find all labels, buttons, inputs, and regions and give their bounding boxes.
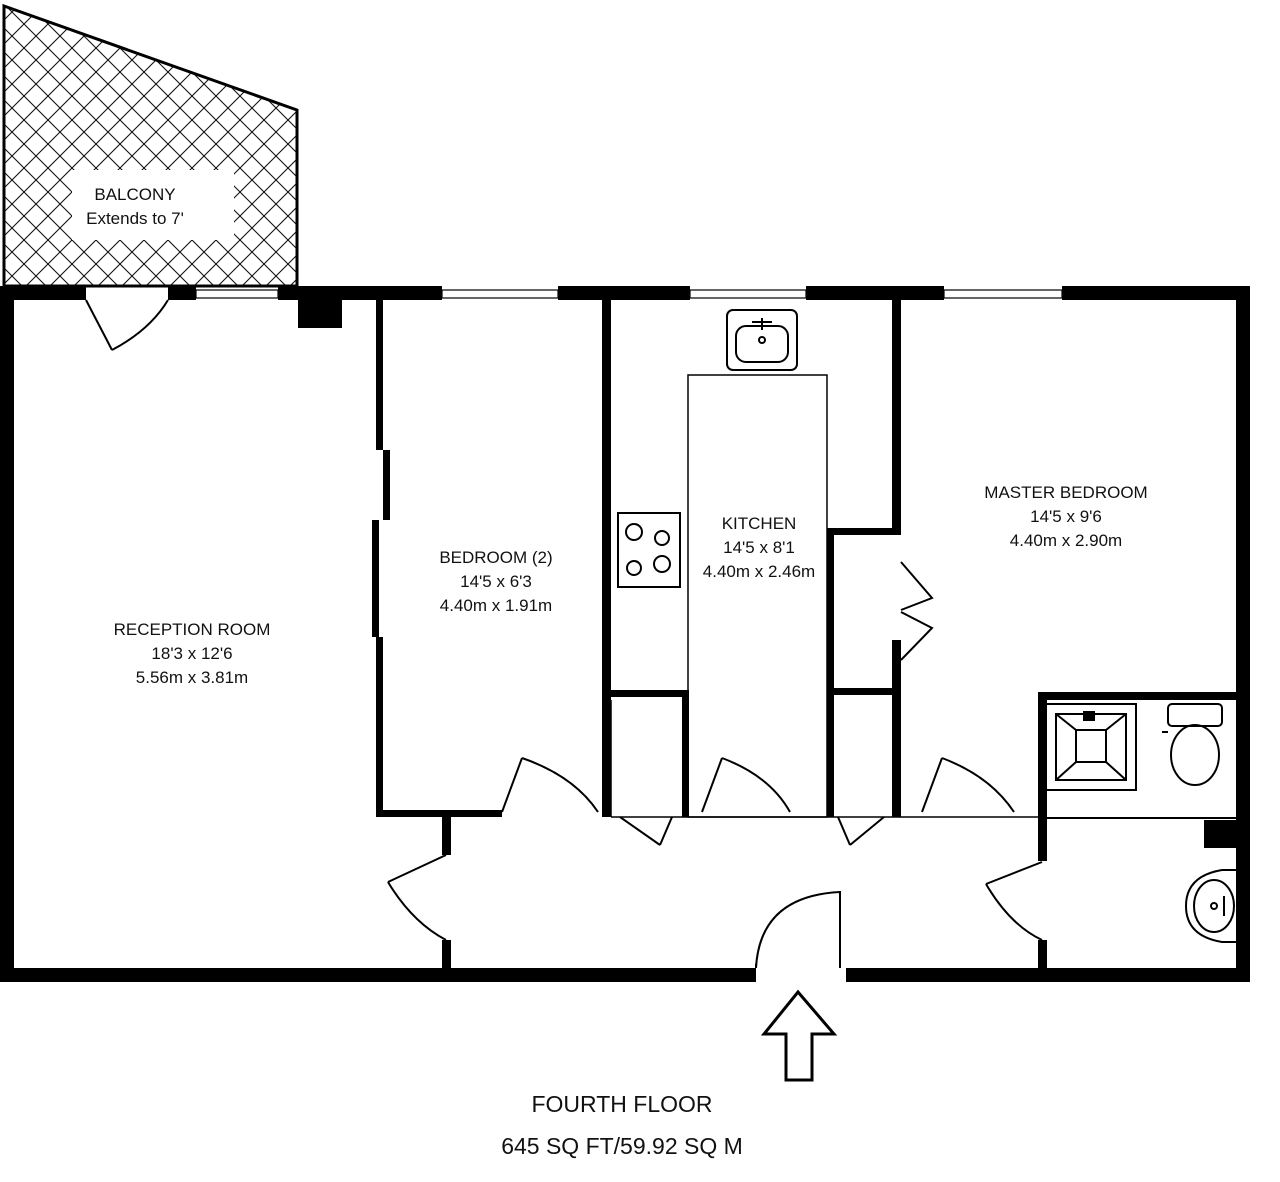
wardrobe-doors (900, 561, 934, 661)
doors (85, 299, 1043, 969)
outer-walls (0, 286, 1250, 982)
bedroom2-door (501, 757, 599, 813)
master-bedroom-name: MASTER BEDROOM (984, 483, 1147, 502)
kitchen-imperial: 14'5 x 8'1 (723, 538, 795, 557)
cupboard-door-left (619, 816, 673, 846)
reception-imperial: 18'3 x 12'6 (151, 644, 232, 663)
toilet (1162, 703, 1223, 786)
kitchen-name: KITCHEN (722, 514, 797, 533)
bedroom2-name: BEDROOM (2) (439, 548, 552, 567)
balcony-note: Extends to 7' (86, 209, 184, 228)
reception-door (387, 854, 447, 941)
kitchen-sink (726, 309, 798, 371)
cupboard-door-right (837, 816, 885, 846)
kitchen-door (701, 757, 791, 813)
balcony-door (85, 299, 169, 351)
entrance-arrow (760, 989, 838, 1082)
master-bedroom-imperial: 14'5 x 9'6 (1030, 507, 1102, 526)
entrance-door (755, 890, 841, 969)
basin (1184, 869, 1236, 943)
master-bedroom-door (921, 757, 1015, 813)
partitions (610, 374, 1038, 818)
kitchen-metric: 4.40m x 2.46m (703, 562, 815, 581)
floor-area: 645 SQ FT/59.92 SQ M (501, 1133, 743, 1159)
balcony (2, 3, 299, 288)
balcony-name: BALCONY (94, 185, 175, 204)
master-bedroom-metric: 4.40m x 2.90m (1010, 531, 1122, 550)
windows (195, 289, 1063, 299)
bedroom2-metric: 4.40m x 1.91m (440, 596, 552, 615)
reception-name: RECEPTION ROOM (114, 620, 271, 639)
bathroom-door (985, 861, 1043, 941)
floor-title: FOURTH FLOOR (531, 1091, 712, 1117)
bedroom2-imperial: 14'5 x 6'3 (460, 572, 532, 591)
hob (617, 512, 681, 588)
interior-walls (372, 300, 1236, 968)
shower (1045, 703, 1137, 791)
reception-metric: 5.56m x 3.81m (136, 668, 248, 687)
